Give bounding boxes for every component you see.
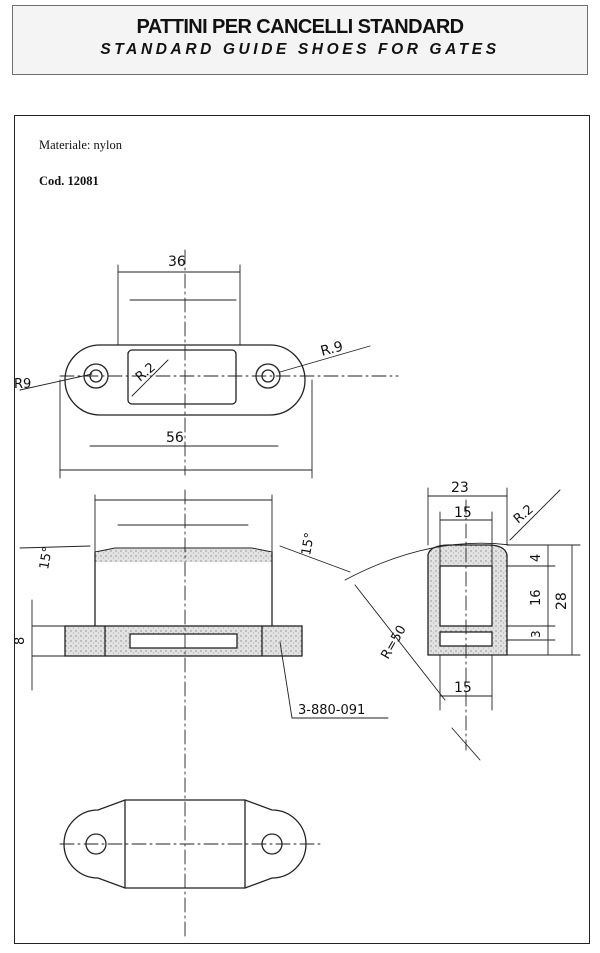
dim-hole-radius-left: R9 — [14, 377, 31, 392]
dim-side-top: 4 — [529, 554, 544, 562]
dim-top-width: 36 — [168, 254, 186, 270]
dim-side-width: 23 — [451, 480, 469, 496]
material-label: Materiale: nylon — [39, 138, 122, 152]
part-reference: 3-880-091 — [298, 703, 365, 718]
dim-side-total: 28 — [554, 592, 570, 610]
front-view — [19, 489, 389, 941]
dim-side-bottom: 3 — [529, 630, 543, 638]
dim-flange-height: 8 — [13, 637, 28, 645]
product-code: Cod. 12081 — [39, 174, 99, 188]
dim-angle-left: 15° — [37, 545, 56, 570]
dim-inner-radius: R.2 — [133, 360, 159, 385]
dim-side-arc-radius: R=50 — [378, 623, 409, 662]
dim-side-mid: 16 — [529, 589, 544, 606]
page-subtitle: STANDARD GUIDE SHOES FOR GATES — [100, 41, 500, 58]
dim-hole-radius-right: R.9 — [319, 339, 345, 360]
dim-side-base: 15 — [454, 680, 472, 696]
top-view — [19, 249, 399, 479]
dim-overall-length: 56 — [166, 430, 184, 446]
dim-angle-right: 15° — [299, 531, 318, 556]
dim-side-inner: 15 — [454, 505, 472, 521]
page-title: PATTINI PER CANCELLI STANDARD — [136, 16, 464, 38]
page-header: PATTINI PER CANCELLI STANDARD STANDARD G… — [12, 5, 588, 75]
side-view — [344, 487, 581, 761]
bottom-view — [59, 799, 321, 889]
dim-side-radius: R.2 — [511, 502, 537, 527]
